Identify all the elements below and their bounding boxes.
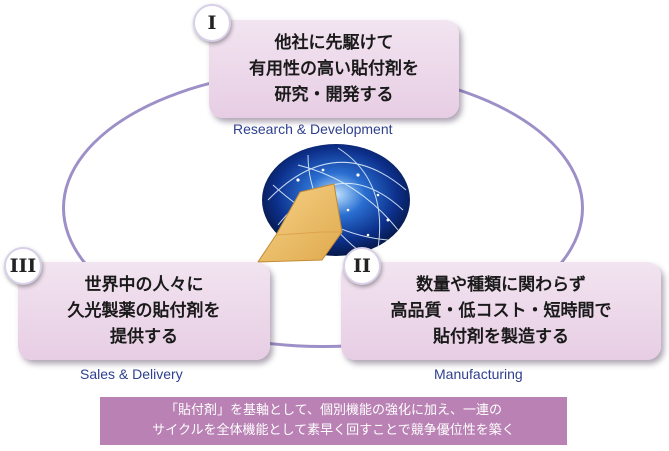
globe-with-patch-icon <box>238 140 428 268</box>
stage-sales-box: 世界中の人々に 久光製薬の貼付剤を 提供する <box>18 262 270 360</box>
stage-2-numeral: II <box>343 247 381 285</box>
stage-3-numeral: III <box>4 247 42 285</box>
stage-manufacturing-caption: Manufacturing <box>434 366 523 382</box>
stage-manufacturing-text: 数量や種類に関わらず 高品質・低コスト・短時間で 貼付剤を製造する <box>390 275 612 347</box>
stage-sales-text: 世界中の人々に 久光製薬の貼付剤を 提供する <box>67 275 221 347</box>
summary-banner-line-1: 「貼付剤」を基軸として、個別機能の強化に加え、一連の <box>165 403 502 418</box>
stage-manufacturing-box: 数量や種類に関わらず 高品質・低コスト・短時間で 貼付剤を製造する <box>341 262 661 360</box>
stage-1-numeral: I <box>193 4 231 42</box>
stage-research-text: 他社に先駆けて 有用性の高い貼付剤を 研究・開発する <box>249 33 419 105</box>
stage-sales-caption: Sales & Delivery <box>80 366 183 382</box>
summary-banner-line-2: サイクルを全体機能として素早く回すことで競争優位性を築く <box>152 423 515 438</box>
stage-research-caption: Research & Development <box>233 121 393 137</box>
summary-banner: 「貼付剤」を基軸として、個別機能の強化に加え、一連の サイクルを全体機能として素… <box>100 397 567 445</box>
stage-research-box: 他社に先駆けて 有用性の高い貼付剤を 研究・開発する <box>209 20 459 118</box>
